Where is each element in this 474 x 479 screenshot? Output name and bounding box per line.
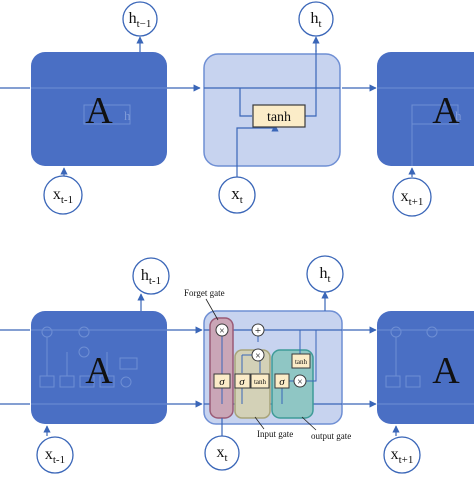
bottom-input-left: xt-1 (45, 446, 65, 466)
bottom-row: A × + × × σ σ tanh (0, 255, 474, 474)
forget-mult-symbol: × (219, 326, 225, 337)
output-mult-symbol: × (297, 377, 303, 388)
input-gate-label: Input gate (257, 429, 293, 439)
top-cell-left-label: A (85, 90, 113, 132)
top-output-left: ht−1 (129, 10, 152, 30)
top-cell-left-ghost: h (124, 108, 131, 123)
top-tanh-box (252, 104, 306, 128)
bottom-input-right: xt+1 (391, 446, 414, 466)
bottom-cell-left (31, 311, 167, 424)
input-gate-leader (254, 416, 265, 430)
top-input-left: xt-1 (53, 186, 73, 206)
top-input-right: xt+1 (401, 188, 424, 208)
input-tanh-box (250, 373, 270, 389)
input-sigma-box (234, 373, 251, 389)
forget-gate-label: Forget gate (184, 288, 225, 298)
output-tanh-label: tanh (295, 358, 308, 366)
output-tanh-box (291, 353, 311, 369)
input-mult-node (251, 348, 265, 362)
top-cell-right (377, 52, 474, 166)
bottom-output-mid-node (306, 255, 344, 293)
forget-sigma-box (213, 373, 231, 389)
top-row: h A tanh h A ht−1 ht xt-1 xt xt+1 (0, 1, 474, 217)
top-input-right-node (392, 177, 432, 217)
top-output-left-node (122, 1, 158, 37)
top-cell-right-ghost: h (455, 108, 462, 123)
top-input-mid-node (218, 176, 256, 214)
forget-sigma-label: σ (219, 376, 225, 388)
bottom-cell-right (377, 311, 474, 424)
top-cell-left-ghost-box (83, 104, 131, 125)
top-cell-left (31, 52, 167, 166)
top-tanh-label: tanh (267, 110, 291, 125)
bottom-cell-left-ghost-internals (31, 326, 167, 405)
output-sigma-box (274, 373, 290, 389)
top-output-mid-node (298, 1, 334, 37)
input-mult-symbol: × (255, 351, 261, 362)
top-cell-right-label: A (432, 90, 460, 132)
bottom-output-left: ht-1 (141, 267, 161, 287)
input-sigma-label: σ (239, 376, 245, 388)
bottom-input-right-node (383, 436, 421, 474)
forget-gate-leader (205, 298, 219, 321)
bottom-output-left-node (132, 257, 170, 295)
bottom-output-mid: ht (319, 265, 330, 285)
bottom-cell-right-ghost-internals (377, 326, 474, 405)
output-mult-node (293, 374, 307, 388)
top-input-left-node (43, 175, 83, 215)
plus-node (251, 323, 265, 337)
forget-mult-node (215, 323, 229, 337)
top-cell-mid-tanh-to-out (305, 88, 317, 117)
plus-symbol: + (255, 325, 261, 337)
output-gate-leader (301, 416, 317, 431)
bottom-input-mid-node (204, 435, 240, 471)
bottom-cell-right-label: A (432, 350, 460, 392)
output-sigma-label: σ (279, 376, 285, 388)
input-tanh-label: tanh (254, 378, 267, 386)
top-cell-mid-in-to-tanh (239, 88, 252, 117)
bottom-input-left-node (36, 436, 74, 474)
output-gate-label: output gate (311, 431, 351, 441)
top-cell-right-ghost-box (411, 104, 459, 125)
bottom-cell-left-label: A (85, 350, 113, 392)
top-input-mid: xt (231, 184, 243, 206)
top-output-mid: ht (310, 10, 321, 30)
bottom-conn-out-up (306, 330, 317, 382)
bottom-input-mid: xt (216, 444, 227, 464)
